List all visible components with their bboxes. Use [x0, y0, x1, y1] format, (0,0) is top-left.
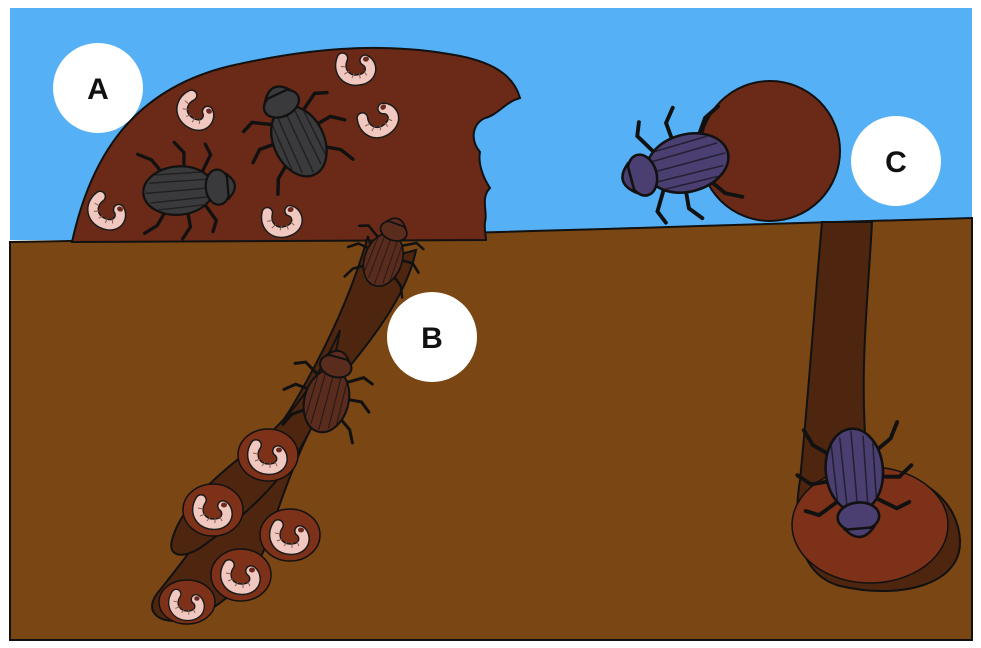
label-a-text: A	[87, 73, 109, 106]
label-a: A	[53, 43, 143, 133]
label-b-text: B	[421, 322, 443, 355]
label-b: B	[387, 292, 477, 382]
label-c-text: C	[885, 146, 907, 179]
label-c: C	[851, 116, 941, 206]
